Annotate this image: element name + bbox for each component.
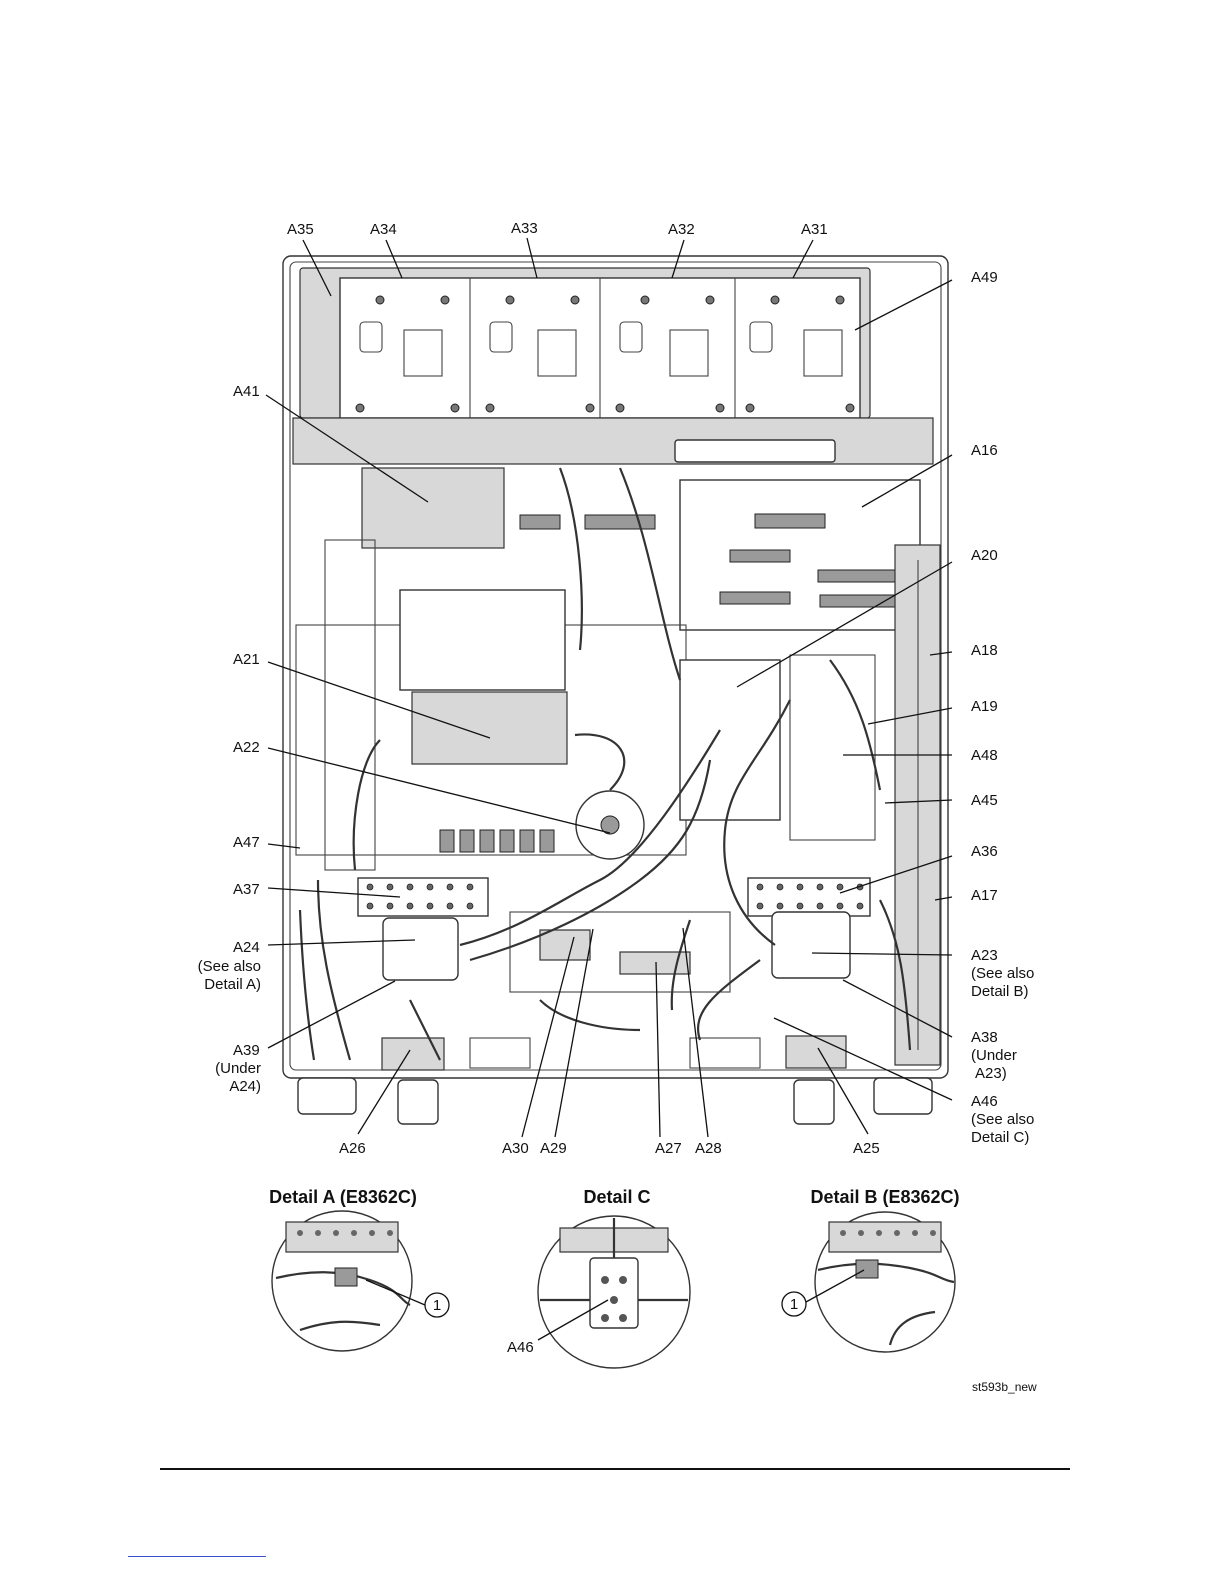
label-a39-note2: A24) (229, 1078, 261, 1095)
label-a16: A16 (971, 442, 998, 459)
label-a31: A31 (801, 221, 828, 238)
label-a45: A45 (971, 792, 998, 809)
label-a20: A20 (971, 547, 998, 564)
detail-a-callout: 1 (433, 1297, 441, 1314)
label-a28: A28 (695, 1140, 722, 1157)
label-a26: A26 (339, 1140, 366, 1157)
label-a27: A27 (655, 1140, 682, 1157)
label-a17: A17 (971, 887, 998, 904)
label-a24-note2: Detail A) (204, 976, 261, 993)
footer-rule (160, 1468, 1070, 1470)
label-a23-note2: Detail B) (971, 983, 1029, 1000)
chassis-drawing (283, 256, 948, 1124)
label-a33: A33 (511, 220, 538, 237)
label-a23-note1: (See also (971, 965, 1034, 982)
detail-b-title: Detail B (E8362C) (810, 1187, 959, 1207)
label-a39-note1: (Under (215, 1060, 261, 1077)
footer-link-underline (128, 1556, 266, 1557)
label-a25: A25 (853, 1140, 880, 1157)
detail-b: Detail B (E8362C) 1 (782, 1187, 960, 1352)
label-a37: A37 (233, 881, 260, 898)
label-a47: A47 (233, 834, 260, 851)
label-a48: A48 (971, 747, 998, 764)
label-a39: A39 (233, 1042, 260, 1059)
label-a36: A36 (971, 843, 998, 860)
label-a18: A18 (971, 642, 998, 659)
label-a22: A22 (233, 739, 260, 756)
figure-id: st593b_new (972, 1380, 1037, 1394)
label-a46-note2: Detail C) (971, 1129, 1029, 1146)
label-a38: A38 (971, 1029, 998, 1046)
label-a35: A35 (287, 221, 314, 238)
label-a38-note2: A23) (975, 1065, 1007, 1082)
label-a46-note1: (See also (971, 1111, 1034, 1128)
label-a23: A23 (971, 947, 998, 964)
label-a29: A29 (540, 1140, 567, 1157)
label-a24: A24 (233, 939, 260, 956)
label-a49: A49 (971, 269, 998, 286)
detail-c-title: Detail C (583, 1187, 650, 1207)
label-a34: A34 (370, 221, 397, 238)
label-a32: A32 (668, 221, 695, 238)
label-a41: A41 (233, 383, 260, 400)
label-a19: A19 (971, 698, 998, 715)
label-a30: A30 (502, 1140, 529, 1157)
label-a46: A46 (971, 1093, 998, 1110)
label-a24-note1: (See also (198, 958, 261, 975)
detail-b-callout: 1 (790, 1296, 798, 1313)
label-a38-note1: (Under (971, 1047, 1017, 1064)
detail-c: Detail C A46 (507, 1187, 690, 1368)
detail-c-label: A46 (507, 1339, 534, 1356)
detail-a-title: Detail A (E8362C) (269, 1187, 417, 1207)
label-a21: A21 (233, 651, 260, 668)
detail-a: Detail A (E8362C) 1 (269, 1187, 449, 1351)
